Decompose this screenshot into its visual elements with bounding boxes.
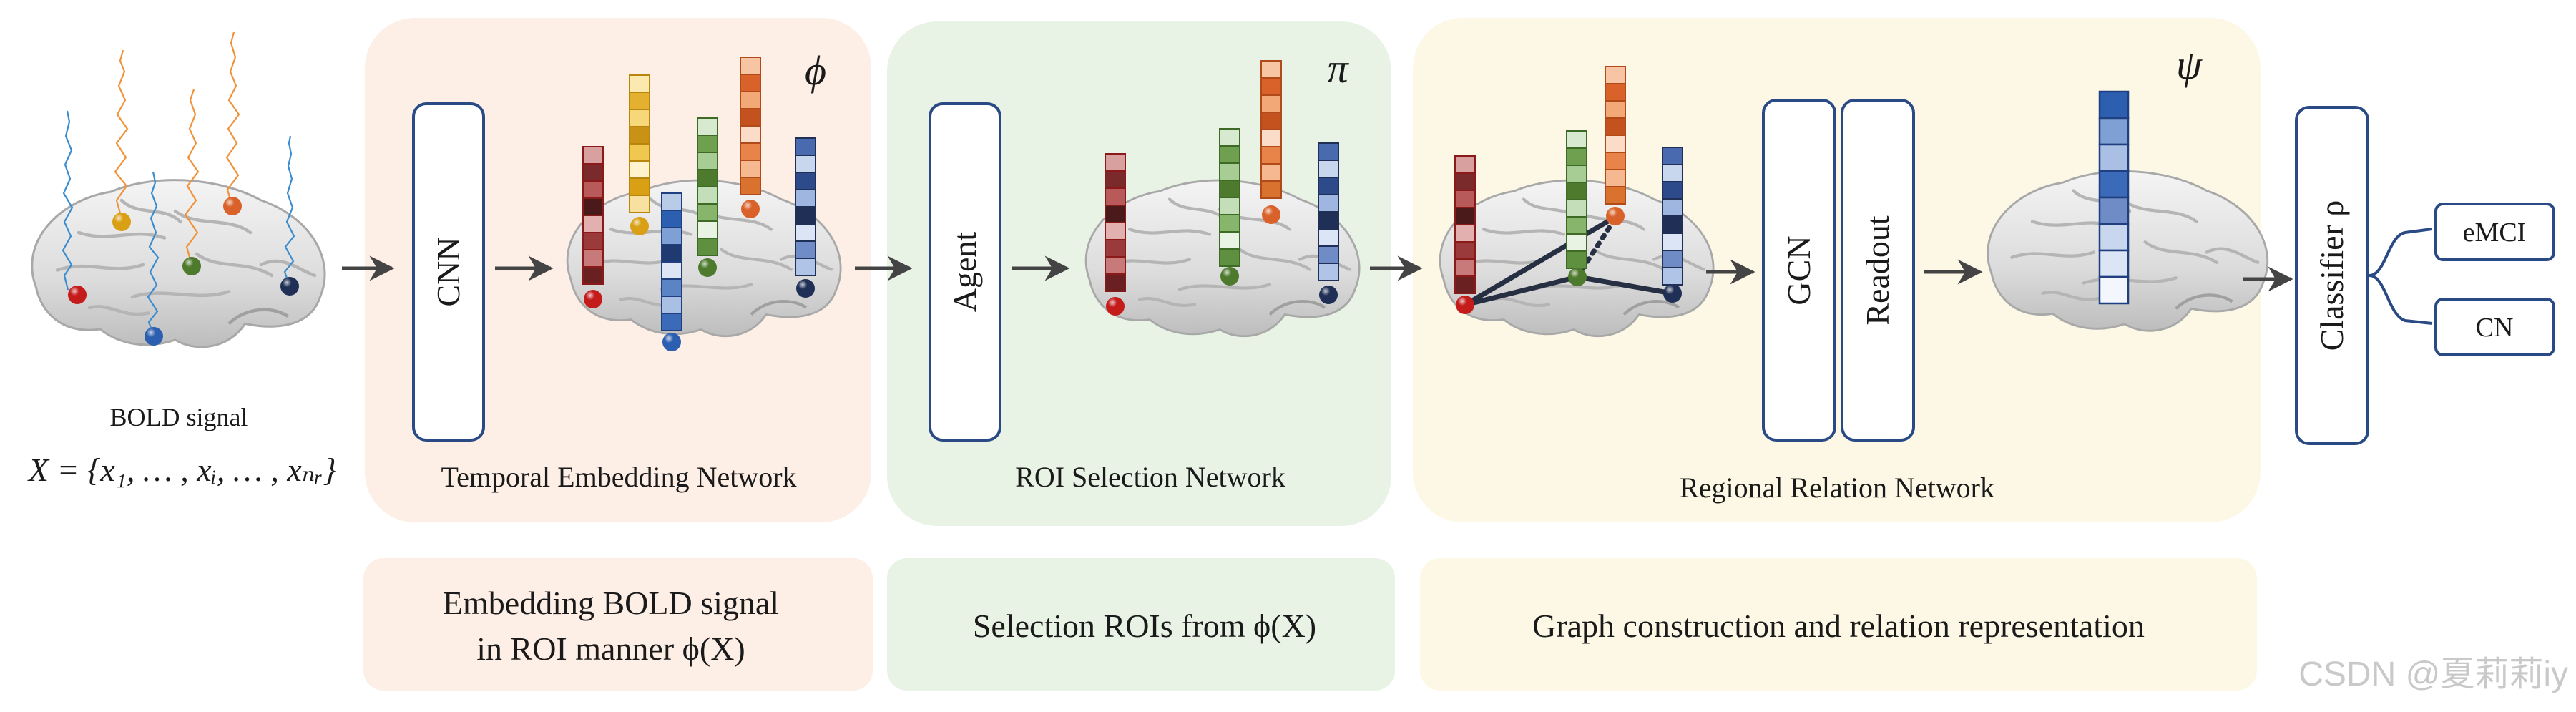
roi-node-icon <box>1106 205 1338 316</box>
graph-embedding-vector-icon <box>2098 90 2130 305</box>
relation-description-panel <box>1420 558 2257 691</box>
embedding-description-line-2: in ROI manner ϕ(X) <box>476 630 745 667</box>
classifier-label: Classifier ρ <box>2313 200 2350 351</box>
bold-signal-icon <box>32 31 325 347</box>
relation-panel-title: Regional Relation Network <box>1680 472 1994 504</box>
roi-node-icon <box>1456 207 1682 314</box>
pi-symbol: π <box>1327 45 1349 92</box>
psi-symbol: ψ <box>2176 42 2203 88</box>
cnn-module[interactable] <box>412 102 485 442</box>
roi-node-icon <box>68 197 299 346</box>
embedding-panel-title: Temporal Embedding Network <box>441 461 796 493</box>
agent-label: Agent <box>946 232 983 313</box>
relation-description: Graph construction and relation represen… <box>1532 608 2145 644</box>
selection-description: Selection ROIs from ϕ(X) <box>973 608 1316 644</box>
agent-module[interactable] <box>929 102 1001 442</box>
cn-output[interactable] <box>2434 298 2555 356</box>
embedding-description-panel <box>363 558 873 691</box>
embedding-description-line-1: Embedding BOLD signal <box>443 585 779 621</box>
classifier-module[interactable] <box>2295 106 2369 445</box>
gcn-label: GCN <box>1781 235 1817 305</box>
gcn-module[interactable] <box>1762 99 1836 442</box>
embedding-vector-icon <box>582 57 816 331</box>
selection-description-panel <box>887 558 1395 691</box>
embedding-vector-icon <box>1105 60 1339 292</box>
roi-node-icon <box>584 200 815 351</box>
input-formula: X = {x₁, … , xᵢ, … , xₙᵣ} <box>27 452 336 488</box>
cn-label: CN <box>2476 313 2514 343</box>
classifier-bracket <box>2369 228 2433 325</box>
watermark: CSDN @夏莉莉iy <box>2298 655 2568 693</box>
bold-signal-label: BOLD signal <box>110 403 248 431</box>
phi-symbol: ϕ <box>805 47 826 94</box>
readout-module[interactable] <box>1841 99 1915 442</box>
readout-label: Readout <box>1859 215 1896 326</box>
emci-label: eMCI <box>2463 218 2527 248</box>
cnn-label: CNN <box>430 237 466 306</box>
selection-panel-title: ROI Selection Network <box>1015 461 1285 493</box>
emci-output[interactable] <box>2434 203 2555 261</box>
embedding-vector-icon <box>1454 66 1683 294</box>
